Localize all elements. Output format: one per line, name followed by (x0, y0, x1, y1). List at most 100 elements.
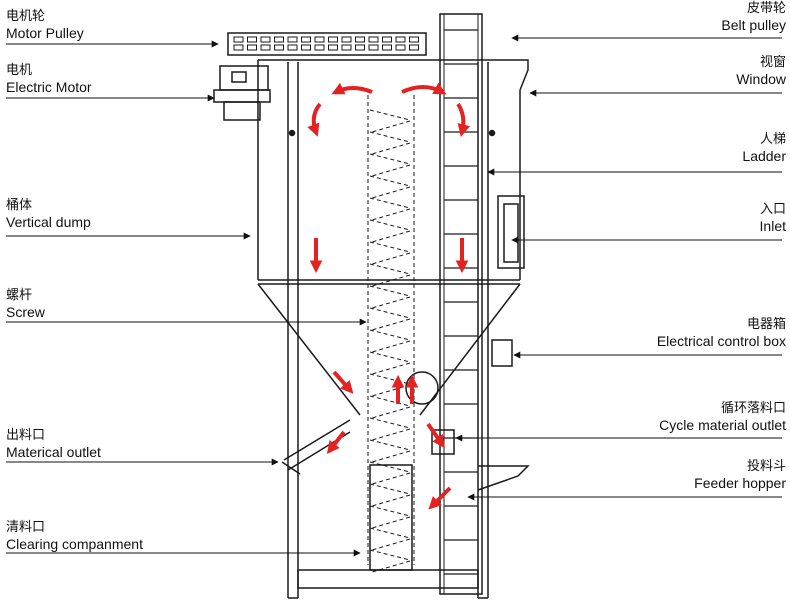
belt-pulley-zh: 皮带轮 (746, 1, 786, 16)
label-ladder: 人梯 Ladder (742, 131, 786, 165)
control-box-en: Electrical control box (656, 333, 786, 349)
pulley-hole (287, 36, 298, 43)
pulley-hole (301, 44, 311, 51)
pulley-hole (247, 44, 257, 51)
mixer-body (213, 13, 530, 599)
cycle-outlet-box (431, 429, 455, 455)
clearing-en: Clearing companment (6, 536, 143, 552)
screw-flights (367, 95, 415, 573)
pulley-hole (328, 44, 338, 51)
screw-flight (369, 351, 411, 375)
flow-arrow (331, 82, 373, 95)
window-zh: 视窗 (759, 55, 786, 70)
label-window: 视窗 Window (736, 54, 786, 88)
flow-arrow (401, 82, 447, 95)
screw-flight (369, 505, 411, 529)
pulley-hole (395, 44, 406, 51)
screw-flight (369, 527, 411, 551)
belt-pulley-en: Belt pulley (721, 17, 786, 33)
feeder-hopper-shape (477, 465, 530, 491)
screw-flight (369, 373, 411, 397)
flow-arrow (456, 102, 471, 137)
pulley-hole (368, 44, 379, 51)
base-frame (297, 569, 479, 589)
label-material-outlet: 出料口 Materical outlet (6, 427, 101, 461)
material-flow-arrows (307, 82, 471, 510)
label-clearing: 清料口 Clearing companment (6, 519, 143, 553)
discharge-chute (281, 419, 351, 475)
ladder-en: Ladder (742, 148, 786, 164)
screw-flight (369, 395, 411, 419)
label-screw: 螺杆 Screw (6, 287, 45, 321)
pulley-hole (328, 36, 338, 43)
screw-flight (369, 241, 411, 265)
pulley-hole (355, 36, 365, 43)
motor-box (219, 65, 269, 91)
screw-flight (369, 219, 411, 243)
inlet-zh: 入口 (759, 202, 786, 217)
screw-flight (369, 483, 411, 507)
screw-zh: 螺杆 (6, 288, 33, 303)
window-en: Window (736, 71, 786, 87)
cycle-outlet-en: Cycle material outlet (659, 417, 786, 433)
screw-flight (369, 307, 411, 331)
vertical-dump-zh: 桶体 (6, 198, 33, 213)
label-electric-motor: 电机 Electric Motor (6, 62, 92, 96)
feeder-hopper-zh: 投料斗 (746, 459, 786, 474)
label-feeder-hopper: 投料斗 Feeder hopper (694, 458, 786, 492)
flow-arrow (307, 102, 322, 137)
material-outlet-en: Materical outlet (6, 444, 101, 460)
pulley-hole (274, 36, 284, 43)
pulley-hole (274, 44, 284, 51)
screw-flight (369, 417, 411, 441)
pulley-hole (368, 36, 379, 43)
screw-en: Screw (6, 304, 45, 320)
pulley-hole (409, 36, 419, 43)
screw-flight (369, 131, 411, 155)
control-box (491, 339, 513, 367)
label-cycle-outlet: 循环落料口 Cycle material outlet (659, 400, 786, 434)
label-inlet: 入口 Inlet (760, 201, 786, 235)
pulley-hole (314, 36, 325, 43)
pulley-hole (395, 36, 406, 43)
pulley-hole (287, 44, 298, 51)
pulley-hole (247, 36, 257, 43)
screw-flight (369, 175, 411, 199)
tank-roof (258, 59, 529, 91)
pulley-hole (233, 36, 244, 43)
motor-pulley-en: Motor Pulley (6, 25, 84, 41)
feeder-hopper-en: Feeder hopper (694, 475, 786, 491)
pulley-hole (409, 44, 419, 51)
ladder-zh: 人梯 (759, 132, 786, 147)
electric-motor-zh: 电机 (6, 63, 33, 78)
screw-flight (369, 197, 411, 221)
inlet-box (497, 195, 525, 269)
flow-arrow (426, 422, 445, 449)
screw-flight (369, 329, 411, 353)
control-box-zh: 电器箱 (746, 317, 786, 332)
motor-pulley-housing (227, 32, 427, 56)
label-motor-pulley: 电机轮 Motor Pulley (6, 8, 84, 42)
label-vertical-dump: 桶体 Vertical dump (6, 197, 91, 231)
pulley-hole (382, 36, 392, 43)
pulley-hole (355, 44, 365, 51)
screw-tube (369, 464, 413, 571)
screw-flight (369, 263, 411, 287)
pulley-holes (233, 36, 419, 51)
pulley-hole (233, 44, 244, 51)
flow-arrow (326, 430, 346, 455)
pulley-hole (301, 36, 311, 43)
screw-flight (369, 153, 411, 177)
material-outlet-zh: 出料口 (6, 428, 46, 443)
label-leader-lines (6, 34, 782, 557)
inlet-en: Inlet (759, 218, 786, 234)
pulley-hole (260, 44, 271, 51)
pulley-hole (314, 44, 325, 51)
label-control-box: 电器箱 Electrical control box (657, 316, 786, 350)
clearing-zh: 清料口 (6, 520, 46, 535)
flow-arrow (428, 486, 452, 510)
vertical-dump-en: Vertical dump (6, 214, 91, 230)
pulley-hole (341, 44, 352, 51)
